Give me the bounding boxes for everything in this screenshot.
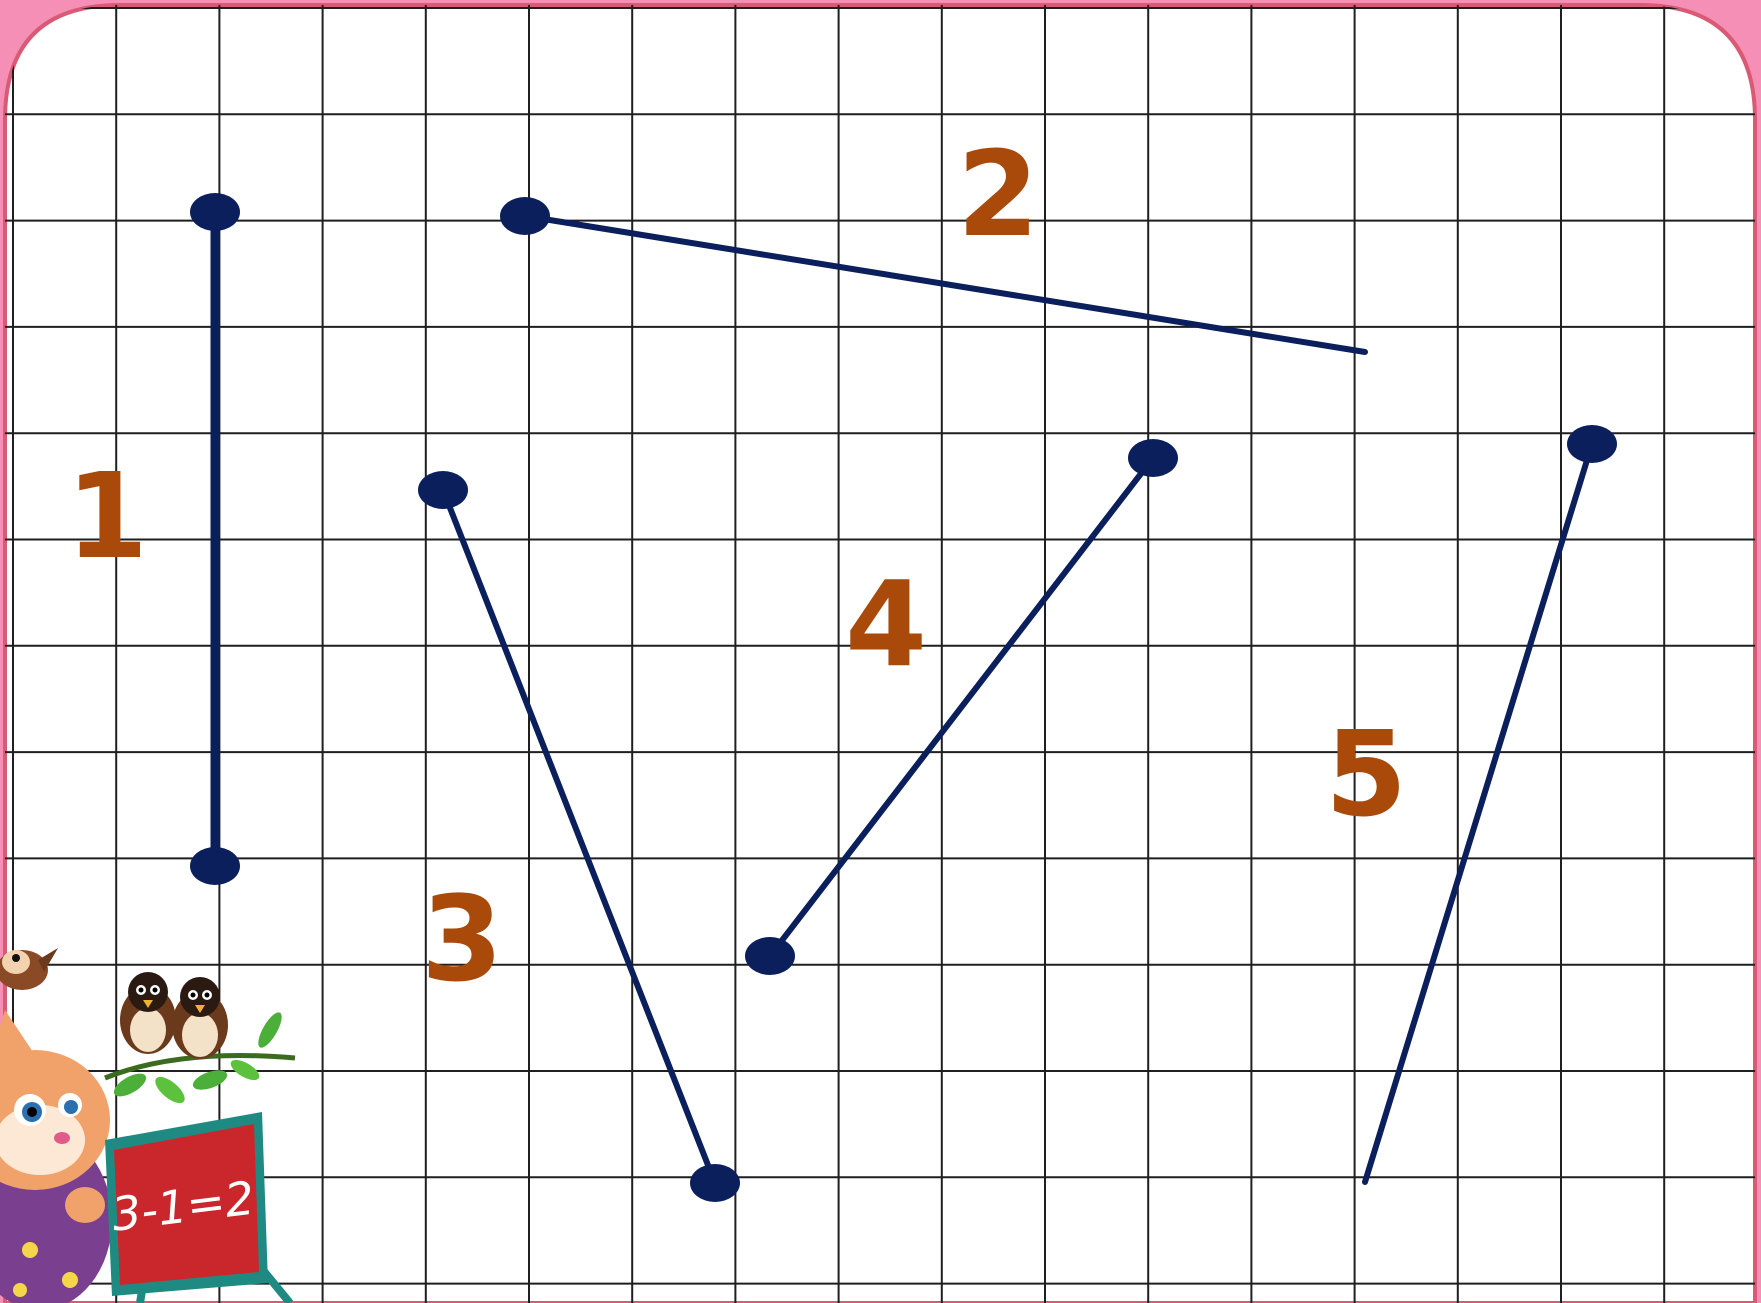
segment-3-end-point xyxy=(690,1164,740,1202)
segment-3-label: 3 xyxy=(421,870,503,1008)
segment-3-start-point xyxy=(418,471,468,509)
segment-4-label: 4 xyxy=(845,555,927,693)
segment-5-label: 5 xyxy=(1325,705,1407,843)
segment-4-start-point xyxy=(1128,439,1178,477)
segment-4-end-point xyxy=(745,937,795,975)
segment-1-start-point xyxy=(190,193,240,231)
segment-5-start-point xyxy=(1567,425,1617,463)
segment-2-start-point xyxy=(500,197,550,235)
segment-1-label: 1 xyxy=(66,447,148,585)
segment-2-label: 2 xyxy=(957,125,1039,263)
chalkboard-icon: 3-1=2 xyxy=(105,1112,290,1303)
segment-1-end-point xyxy=(190,847,240,885)
